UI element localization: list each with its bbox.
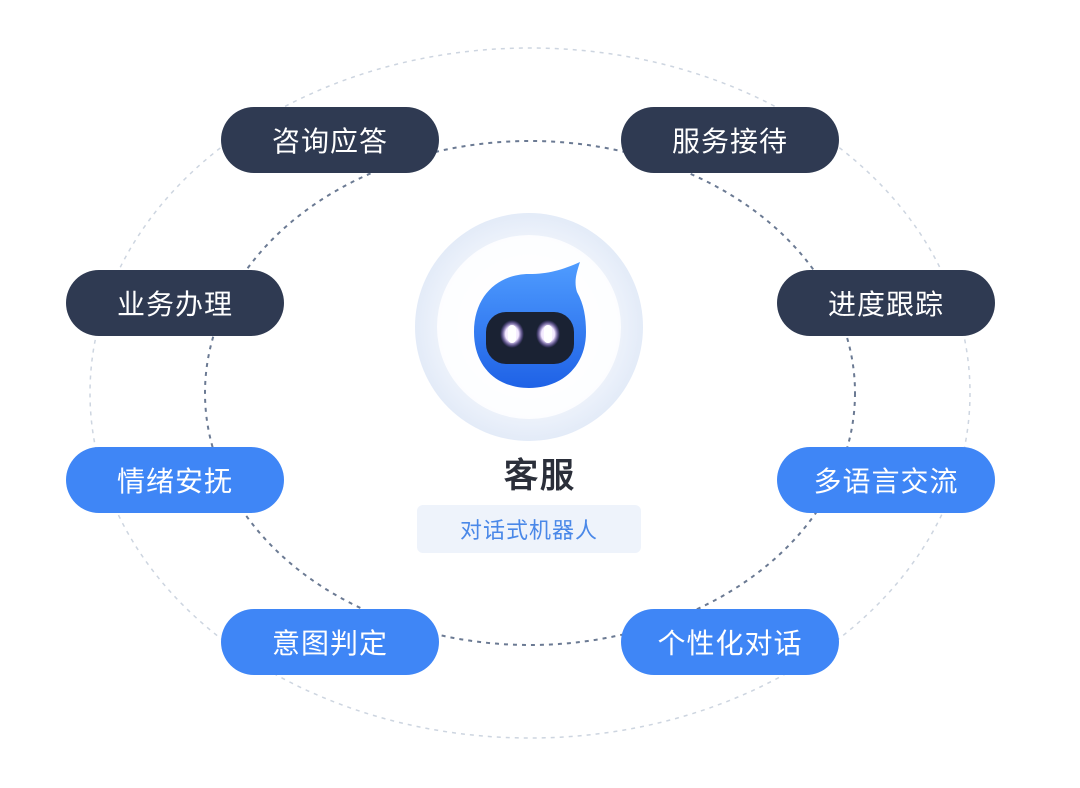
feature-label: 多语言交流 xyxy=(813,465,959,498)
feature-pill-service-reception[interactable]: 服务接待 xyxy=(621,107,839,173)
feature-pill-consult-reply[interactable]: 咨询应答 xyxy=(221,107,439,173)
feature-pill-intent-detection[interactable]: 意图判定 xyxy=(221,609,439,675)
feature-label: 进度跟踪 xyxy=(827,288,944,321)
robot-mascot-icon xyxy=(415,213,643,441)
feature-label: 服务接待 xyxy=(671,125,788,158)
feature-pill-multilingual[interactable]: 多语言交流 xyxy=(777,447,995,513)
inner-orbit-ring xyxy=(204,140,856,646)
center-subtitle-badge: 对话式机器人 xyxy=(417,505,641,553)
outer-orbit-ring xyxy=(89,47,971,739)
center-title: 客服 xyxy=(504,456,576,496)
feature-label: 意图判定 xyxy=(271,627,388,660)
feature-pill-progress-tracking[interactable]: 进度跟踪 xyxy=(777,270,995,336)
feature-pill-personalized-dialog[interactable]: 个性化对话 xyxy=(621,609,839,675)
feature-pill-business-handling[interactable]: 业务办理 xyxy=(66,270,284,336)
feature-label: 咨询应答 xyxy=(271,125,388,158)
feature-label: 情绪安抚 xyxy=(116,465,233,498)
feature-pill-emotion-soothing[interactable]: 情绪安抚 xyxy=(66,447,284,513)
feature-label: 业务办理 xyxy=(116,288,233,321)
center-subtitle: 对话式机器人 xyxy=(459,519,598,544)
feature-label: 个性化对话 xyxy=(657,627,803,660)
